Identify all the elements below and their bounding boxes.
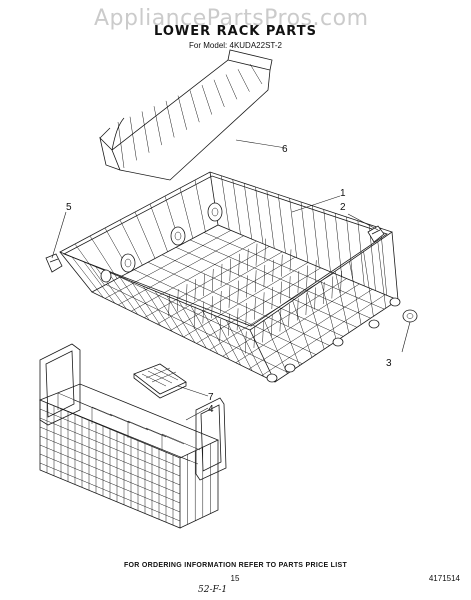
callout-7: 7 [208, 392, 214, 403]
callout-2: 2 [340, 202, 346, 213]
part-4-silverware-basket[interactable] [38, 343, 227, 529]
model-label: For Model: 4KUDA22ST-2 [189, 41, 282, 50]
diagram-part-number: 4171514 [428, 574, 460, 583]
callout-3: 3 [386, 358, 392, 369]
ordering-note: FOR ORDERING INFORMATION REFER TO PARTS … [123, 562, 348, 569]
handwritten-note: 52-F-1 [198, 585, 228, 595]
part-5-clip[interactable] [45, 253, 63, 273]
callout-1: 1 [340, 188, 346, 199]
callout-5: 5 [66, 202, 72, 213]
part-6-tine-insert[interactable] [99, 49, 273, 181]
leader-lines [51, 139, 411, 421]
part-3-wheels[interactable] [266, 297, 418, 383]
page-title: LOWER RACK PARTS [154, 24, 317, 39]
page-number: 15 [230, 574, 240, 583]
callout-4: 4 [208, 404, 214, 415]
part-7-basket-lid[interactable] [133, 363, 187, 399]
part-1-lower-rack[interactable] [59, 171, 399, 383]
callout-6: 6 [282, 144, 288, 155]
